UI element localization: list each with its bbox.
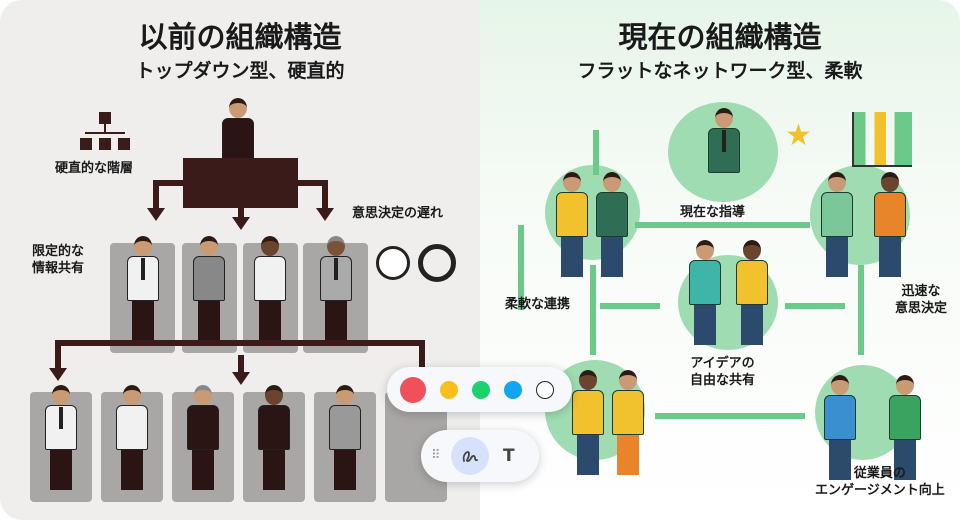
color-blue[interactable] xyxy=(504,380,522,399)
team-figure xyxy=(885,375,925,485)
text-tool-button[interactable]: T xyxy=(503,446,515,466)
color-white[interactable] xyxy=(536,380,554,399)
employee-figure xyxy=(325,385,365,495)
color-red[interactable] xyxy=(400,376,426,403)
drag-handle-icon[interactable]: ⠿ xyxy=(431,448,441,463)
quick-decision-label: 迅速な意思決定 xyxy=(895,284,948,316)
delay-label: 意思決定の遅れ xyxy=(352,206,444,221)
hierarchy-icon xyxy=(80,112,130,152)
color-green[interactable] xyxy=(472,380,490,399)
old-title: 以前の組織構造 xyxy=(138,20,342,54)
employee-figure xyxy=(183,385,223,495)
employee-figure xyxy=(254,385,294,495)
team-figure xyxy=(592,172,632,282)
team-figure xyxy=(685,240,725,350)
boss-figure xyxy=(218,98,258,208)
leadership-label: 現在な指導 xyxy=(680,204,746,221)
growth-chart-icon xyxy=(852,112,912,167)
team-figure xyxy=(732,240,772,350)
new-title: 現在の組織構造 xyxy=(618,20,822,54)
manager-figure xyxy=(316,236,356,346)
manager-figure xyxy=(123,236,163,346)
engagement-label: 従業員のエンゲージメント向上 xyxy=(815,466,945,498)
leader-figure xyxy=(704,108,744,218)
star-icon: ★ xyxy=(785,118,812,153)
squiggle-icon xyxy=(462,451,478,462)
tool-palette: ⠿ T xyxy=(421,430,539,482)
new-structure-panel: 現在の組織構造 フラットなネットワーク型、柔軟 現在な指導 迅速な意思決定 柔軟… xyxy=(480,0,960,520)
clock-icon xyxy=(376,246,410,280)
desk xyxy=(183,158,298,208)
team-figure xyxy=(870,172,910,282)
manager-figure xyxy=(250,236,290,346)
employee-figure xyxy=(112,385,152,495)
employee-figure xyxy=(41,385,81,495)
team-figure xyxy=(817,172,857,282)
collaboration-label: 柔軟な連携 xyxy=(505,297,571,312)
draw-tool-button[interactable] xyxy=(451,437,489,475)
team-figure xyxy=(552,172,592,282)
old-subtitle: トップダウン型、硬直的 xyxy=(135,60,345,82)
old-structure-panel: 以前の組織構造 トップダウン型、硬直的 硬直的な階層 意思決定の遅れ 限定的な情… xyxy=(0,0,480,520)
team-figure xyxy=(608,370,648,480)
team-figure xyxy=(820,375,860,485)
manager-figure xyxy=(189,236,229,346)
new-subtitle: フラットなネットワーク型、柔軟 xyxy=(577,60,863,82)
team-figure xyxy=(568,370,608,480)
idea-sharing-label: アイデアの自由な共有 xyxy=(690,356,756,388)
color-palette xyxy=(387,367,572,412)
hierarchy-label: 硬直的な階層 xyxy=(55,161,134,176)
info-label: 限定的な情報共有 xyxy=(32,244,85,276)
prohibited-icon xyxy=(418,244,456,282)
color-yellow[interactable] xyxy=(440,380,458,399)
